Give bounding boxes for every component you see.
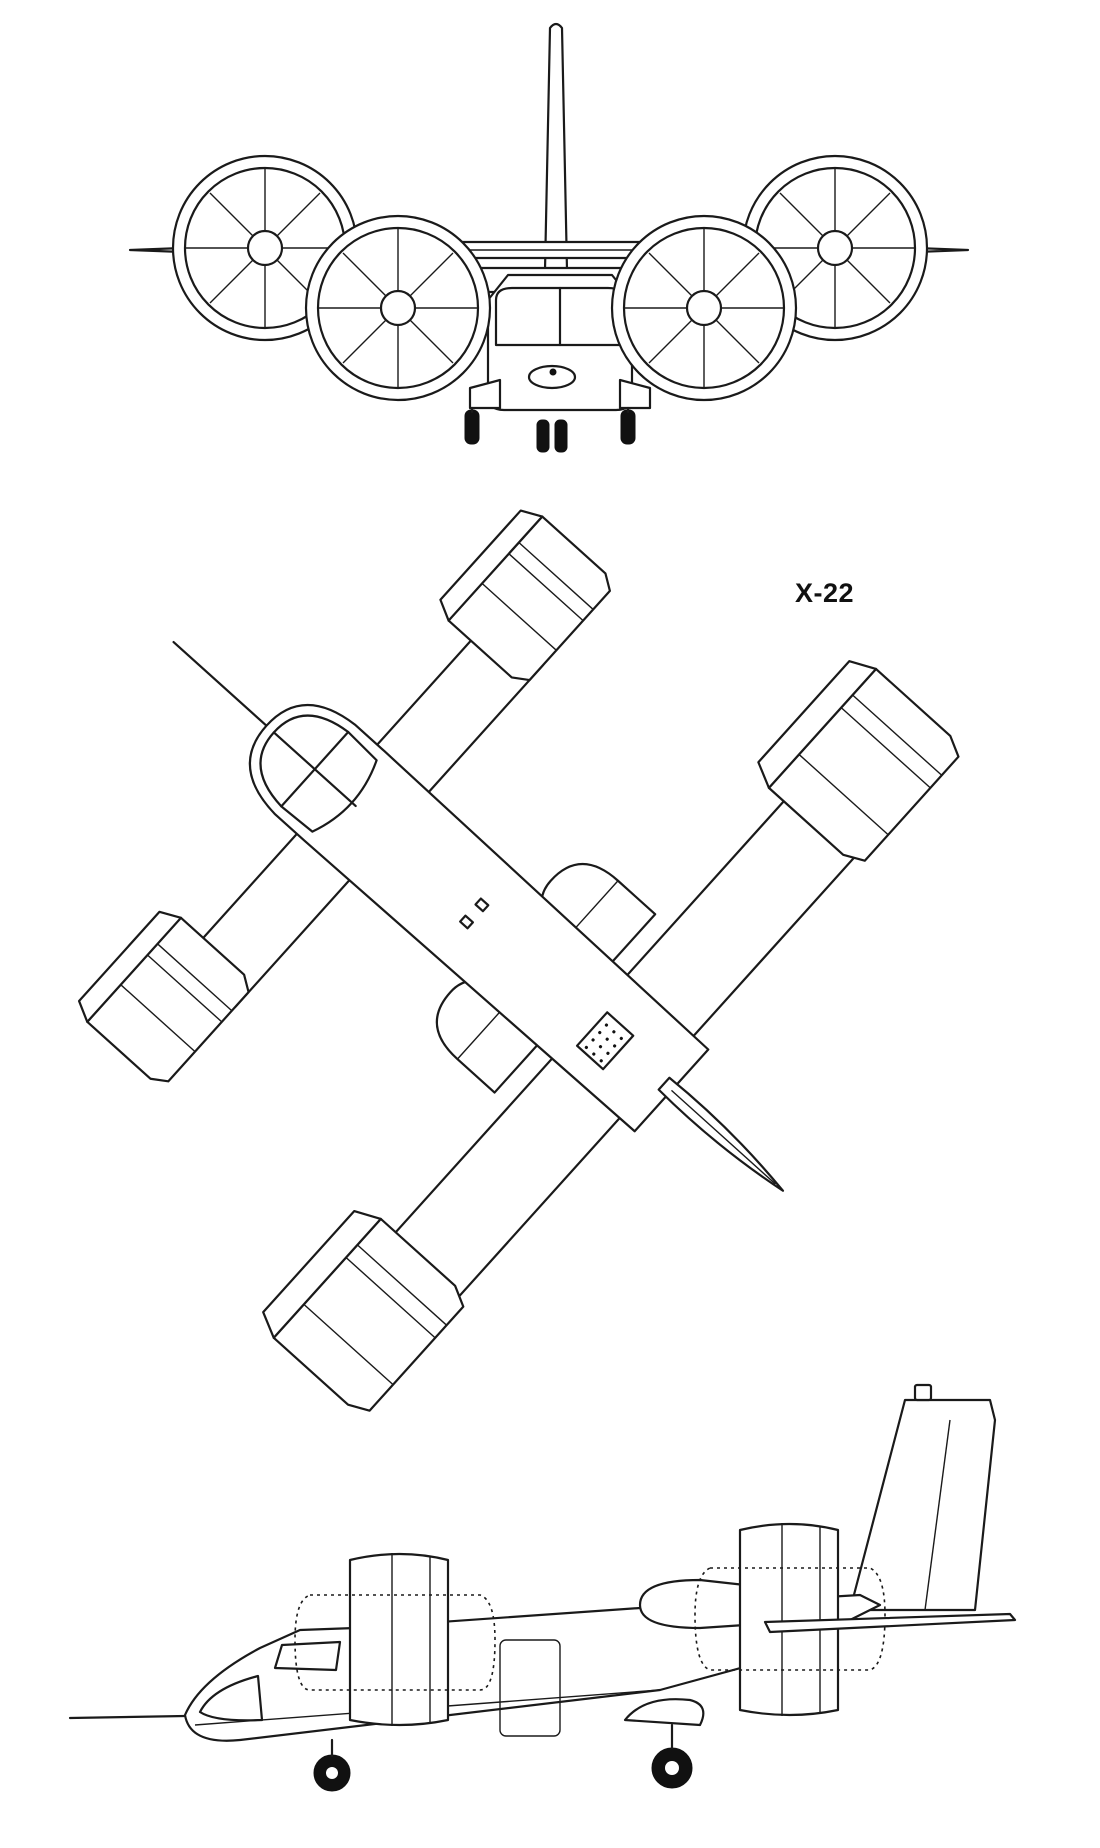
side-engine — [638, 1578, 747, 1630]
top-rear-duct-right — [262, 1209, 465, 1412]
front-vertical-fin — [543, 22, 569, 272]
front-wheel-left — [464, 409, 480, 445]
aircraft-designation-label: X-22 — [795, 578, 855, 608]
side-view — [68, 1383, 1017, 1792]
top-view — [77, 509, 960, 1412]
front-nose-wheel-2 — [554, 419, 568, 453]
front-nose-wheel-1 — [536, 419, 550, 453]
side-forward-duct — [294, 1552, 496, 1727]
front-wheel-right — [620, 409, 636, 445]
side-nose-probe — [68, 1714, 187, 1720]
side-door — [499, 1639, 561, 1737]
top-nose-probe — [172, 640, 268, 727]
side-vertical-tail — [848, 1398, 997, 1612]
side-cockpit-window — [273, 1640, 342, 1672]
side-rear-duct — [694, 1522, 886, 1717]
top-rear-duct-left — [757, 660, 960, 862]
front-forward-duct-right — [610, 214, 798, 402]
front-forward-duct-left — [304, 214, 492, 402]
top-forward-duct-right — [77, 910, 250, 1083]
front-view — [128, 22, 970, 453]
top-forward-duct-left — [439, 509, 611, 682]
